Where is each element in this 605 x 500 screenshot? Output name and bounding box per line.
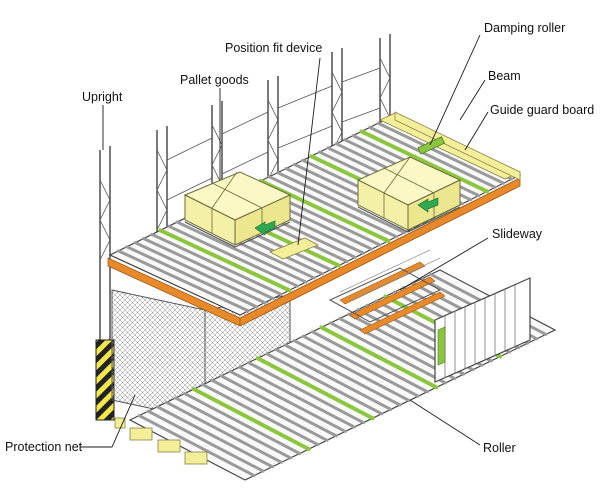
label-position-fit-device: Position fit device: [225, 41, 322, 55]
label-protection-net: Protection net: [5, 440, 83, 454]
roller: [376, 121, 506, 185]
lower-pallet-stops: [114, 417, 208, 465]
roller: [265, 352, 384, 416]
slideway: [328, 249, 442, 323]
lower-guard-gate: [434, 277, 531, 383]
roller: [310, 330, 429, 394]
roller: [116, 249, 250, 313]
roller: [301, 334, 420, 398]
label-beam: Beam: [488, 69, 521, 83]
leader-roller: [409, 399, 481, 446]
lower-beams: [339, 261, 446, 335]
roller: [142, 237, 275, 301]
roller: [267, 175, 398, 239]
roller: [274, 347, 393, 411]
leader-damping-roller: [429, 34, 481, 146]
label-guide-guard-board: Guide guard board: [490, 103, 594, 117]
arrow-icon: [254, 220, 276, 236]
roller: [183, 392, 302, 456]
roller: [167, 224, 300, 288]
leader-lines: [80, 34, 489, 448]
roller: [247, 361, 366, 425]
damping-roller: [417, 136, 446, 155]
position-fit-device: [269, 237, 319, 260]
roller: [276, 171, 407, 235]
arrow-icon: [417, 197, 439, 213]
roller: [150, 232, 283, 296]
roller: [155, 405, 274, 469]
pallet-goods-left: [183, 171, 292, 248]
label-pallet-goods: Pallet goods: [180, 73, 249, 87]
accent-roller: [255, 356, 375, 421]
roller: [219, 374, 338, 438]
pallet-goods-right: [356, 156, 462, 233]
roller: [368, 125, 497, 189]
roller: [283, 343, 402, 407]
roller: [146, 409, 265, 473]
roller: [175, 220, 308, 284]
roller: [164, 400, 283, 464]
leader-beam: [459, 79, 486, 121]
side-beam: [239, 177, 521, 327]
guide-guard-board: [394, 111, 521, 181]
roller: [137, 414, 256, 478]
label-slideway: Slideway: [492, 227, 543, 241]
roller: [292, 339, 411, 403]
label-roller: Roller: [483, 441, 516, 455]
upright-guard-stripe: [95, 339, 115, 421]
leader-position-fit: [297, 57, 321, 246]
roller: [237, 365, 356, 429]
roller: [174, 396, 293, 460]
accent-roller: [359, 129, 490, 194]
leader-guide-guard: [464, 111, 489, 151]
roller: [228, 369, 347, 433]
roller: [201, 383, 320, 447]
leader-protection-net: [80, 394, 136, 448]
roller: [125, 245, 258, 309]
leader-slideway: [399, 237, 489, 291]
accent-roller: [191, 387, 311, 452]
label-upright: Upright: [82, 90, 123, 104]
label-damping-roller: Damping roller: [484, 21, 565, 35]
accent-roller: [319, 325, 439, 390]
accent-roller: [158, 228, 292, 293]
roller: [133, 241, 267, 305]
labels: Upright Pallet goods Position fit device…: [5, 21, 594, 455]
roller: [329, 321, 448, 385]
roller: [210, 378, 329, 442]
front-upright: [95, 146, 115, 421]
